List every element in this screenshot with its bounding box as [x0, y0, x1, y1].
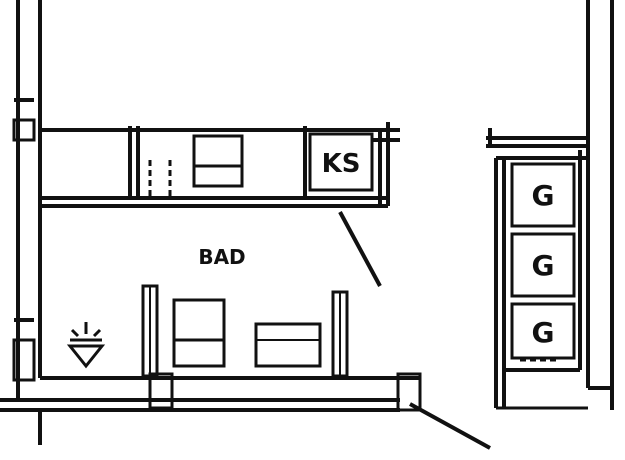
g-fixture-3: G — [510, 302, 576, 360]
light-icon — [66, 322, 106, 369]
ks-cabinet: KS — [308, 132, 374, 192]
right-unit — [486, 128, 588, 410]
g-fixture-1: G — [510, 162, 576, 228]
upper-counter — [40, 122, 400, 208]
lower-fixtures — [141, 284, 349, 378]
g-fixture-1-symbol: G — [532, 179, 555, 212]
room-label: BAD — [198, 245, 245, 269]
right-wall — [586, 0, 614, 410]
left-wall — [12, 0, 42, 400]
g-fixture-2: G — [510, 232, 576, 298]
bottom-wall — [0, 372, 422, 445]
g-fixture-2-symbol: G — [532, 249, 555, 282]
pointer-arrow-upper — [338, 211, 382, 287]
pointer-arrow-lower — [409, 402, 491, 450]
ks-label: KS — [322, 149, 361, 179]
g-fixture-3-symbol: G — [532, 316, 555, 349]
